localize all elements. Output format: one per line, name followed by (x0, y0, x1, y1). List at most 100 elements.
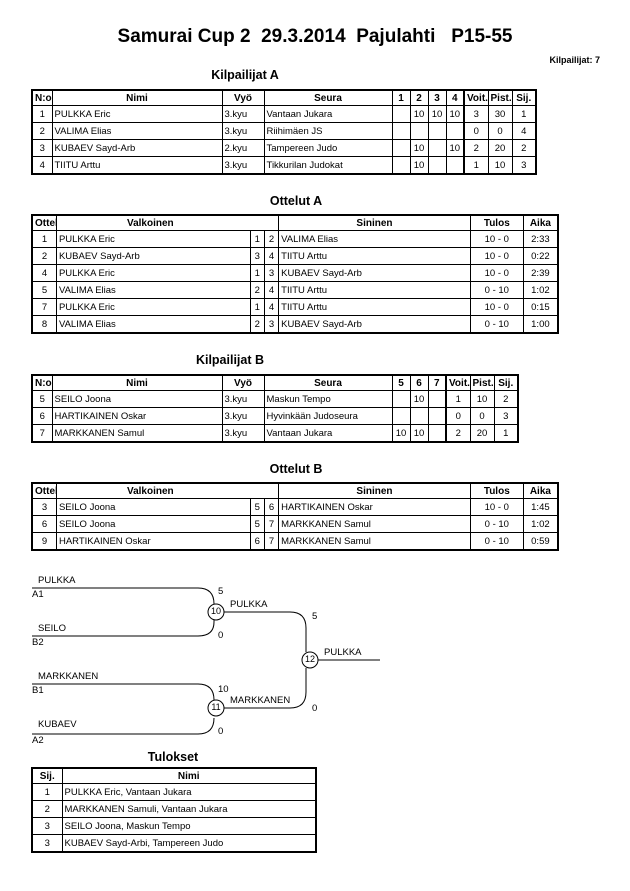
matches-b-table: Ottelu Valkoinen Sininen Tulos Aika 3 SE… (31, 482, 559, 551)
cell: 1:00 (522, 315, 559, 334)
participant-count: Kilpailijat: 7 (549, 55, 600, 65)
cell: HARTIKAINEN Oskar (55, 532, 251, 551)
semi2-bottom-score: 0 (218, 726, 224, 737)
cell: 0:59 (522, 532, 559, 551)
page-title: Samurai Cup 2 29.3.2014 Pajulahti P15-55 (117, 26, 513, 47)
cell: 0 - 10 (469, 532, 524, 551)
cell: Vantaan Jukara (263, 424, 393, 443)
table-row: 1 PULKKA Eric 1 2 VALIMA Elias 10 - 0 2:… (31, 230, 559, 248)
table-row: 2 MARKKANEN Samuli, Vantaan Jukara (31, 800, 317, 818)
final-match-number: 12 (304, 654, 315, 664)
cell: 3 (263, 315, 280, 334)
pool-b-heading: Kilpailijat B (195, 353, 265, 367)
cell: MARKKANEN Samul (278, 515, 471, 533)
col-header: Sij. (493, 374, 519, 391)
pool-a-heading: Kilpailijat A (211, 68, 279, 82)
cell: 2 (445, 424, 471, 443)
cell: MARKKANEN Samuli, Vantaan Jukara (61, 800, 317, 818)
semi1-top-name: PULKKA (38, 575, 76, 586)
semi1-bottom-name: SEILO (38, 623, 66, 634)
matches-a-table: Ottelu Valkoinen Sininen Tulos Aika 1 PU… (31, 214, 559, 334)
cell: 20 (487, 139, 513, 157)
table-row: 5 SEILO Joona 3.kyu Maskun Tempo 10 1 10… (31, 390, 519, 408)
cell: 1 (493, 424, 519, 443)
semi1-bottom-score: 0 (218, 630, 224, 641)
table-row: 6 SEILO Joona 5 7 MARKKANEN Samul 0 - 10… (31, 515, 559, 533)
semi1-top-seed: A1 (32, 589, 44, 600)
cell: 6 (263, 498, 280, 516)
table-row: 1 PULKKA Eric, Vantaan Jukara (31, 783, 317, 801)
semi2-top-name: MARKKANEN (38, 671, 99, 682)
pool-b-header-row: N:o Nimi Vyö Seura 5 6 7 Voit. Pist. Sij… (31, 374, 519, 391)
cell: 0 - 10 (469, 315, 524, 334)
cell: 3 (31, 834, 63, 853)
semi2-bottom-name: KUBAEV (38, 719, 77, 730)
table-row: 4 TIITU Arttu 3.kyu Tikkurilan Judokat 1… (31, 156, 537, 175)
cell: 1:02 (522, 515, 559, 533)
cell: 1 (31, 783, 63, 801)
match-circle (207, 699, 225, 717)
col-header: Nimi (61, 767, 317, 784)
table-row: 7 PULKKA Eric 1 4 TIITU Arttu 10 - 0 0:1… (31, 298, 559, 316)
matches-a-heading: Ottelut A (269, 194, 323, 208)
cell: 2 (31, 800, 63, 818)
cell: 7 (263, 532, 280, 551)
semi2-match-number: 11 (211, 702, 221, 712)
match-circle (207, 603, 225, 621)
semi1-bottom-seed: B2 (32, 637, 44, 648)
col-header: Sij. (31, 767, 63, 784)
cell: KUBAEV Sayd-Arb (51, 139, 223, 157)
final-winner: PULKKA (324, 647, 362, 658)
table-row: 3 KUBAEV Sayd-Arbi, Tampereen Judo (31, 834, 317, 853)
table-row: 1 PULKKA Eric 3.kyu Vantaan Jukara 10 10… (31, 105, 537, 123)
cell: 3 (511, 156, 537, 175)
cell: 10 (409, 139, 429, 157)
results-table: Sij. Nimi 1 PULKKA Eric, Vantaan Jukara … (31, 767, 317, 853)
cell: 20 (469, 424, 495, 443)
match-circle (301, 651, 319, 669)
table-row: 3 SEILO Joona 5 6 HARTIKAINEN Oskar 10 -… (31, 498, 559, 516)
semi1-top-score: 5 (218, 586, 224, 597)
cell: 9 (31, 532, 57, 551)
cell: PULKKA Eric, Vantaan Jukara (61, 783, 317, 801)
semi2-top-seed: B1 (32, 685, 44, 696)
matches-b-heading: Ottelut B (269, 462, 323, 476)
cell: 6 (31, 515, 57, 533)
pool-b-table: N:o Nimi Vyö Seura 5 6 7 Voit. Pist. Sij… (31, 374, 519, 443)
cell: 7 (31, 298, 57, 316)
cell: SEILO Joona, Maskun Tempo (61, 817, 317, 835)
cell: 2 (263, 230, 280, 248)
cell: 10 - 0 (469, 298, 524, 316)
cell: 7 (263, 515, 280, 533)
cell: 0 (445, 407, 471, 425)
table-row: 7 MARKKANEN Samul 3.kyu Vantaan Jukara 1… (31, 424, 519, 443)
cell: 4 (263, 247, 280, 265)
col-header: Sij. (511, 89, 537, 106)
cell: TIITU Arttu (51, 156, 223, 175)
cell: HARTIKAINEN Oskar (51, 407, 223, 425)
table-row: 8 VALIMA Elias 2 3 KUBAEV Sayd-Arb 0 - 1… (31, 315, 559, 334)
cell: 0:22 (522, 247, 559, 265)
table-row: 3 KUBAEV Sayd-Arb 2.kyu Tampereen Judo 1… (31, 139, 537, 157)
final-top-score: 5 (312, 611, 318, 622)
table-row: 6 HARTIKAINEN Oskar 3.kyu Hyvinkään Judo… (31, 407, 519, 425)
semi2-bottom-seed: A2 (32, 735, 44, 746)
cell: KUBAEV Sayd-Arbi, Tampereen Judo (61, 834, 317, 853)
cell: 4 (263, 281, 280, 299)
cell: 4 (263, 298, 280, 316)
cell: 10 (409, 156, 429, 175)
table-row: 3 SEILO Joona, Maskun Tempo (31, 817, 317, 835)
final-bottom-score: 0 (312, 703, 318, 714)
table-row: 2 KUBAEV Sayd-Arb 3 4 TIITU Arttu 10 - 0… (31, 247, 559, 265)
cell: 7 (31, 424, 53, 443)
cell: 1:45 (522, 498, 559, 516)
cell: Tikkurilan Judokat (263, 156, 393, 175)
cell: 0 - 10 (469, 515, 524, 533)
cell: 3 (31, 817, 63, 835)
cell: 0:15 (522, 298, 559, 316)
results-header-row: Sij. Nimi (31, 767, 317, 784)
semi1-winner: PULKKA (230, 599, 268, 610)
cell: 3 (493, 407, 519, 425)
results-heading: Tulokset (147, 750, 199, 764)
